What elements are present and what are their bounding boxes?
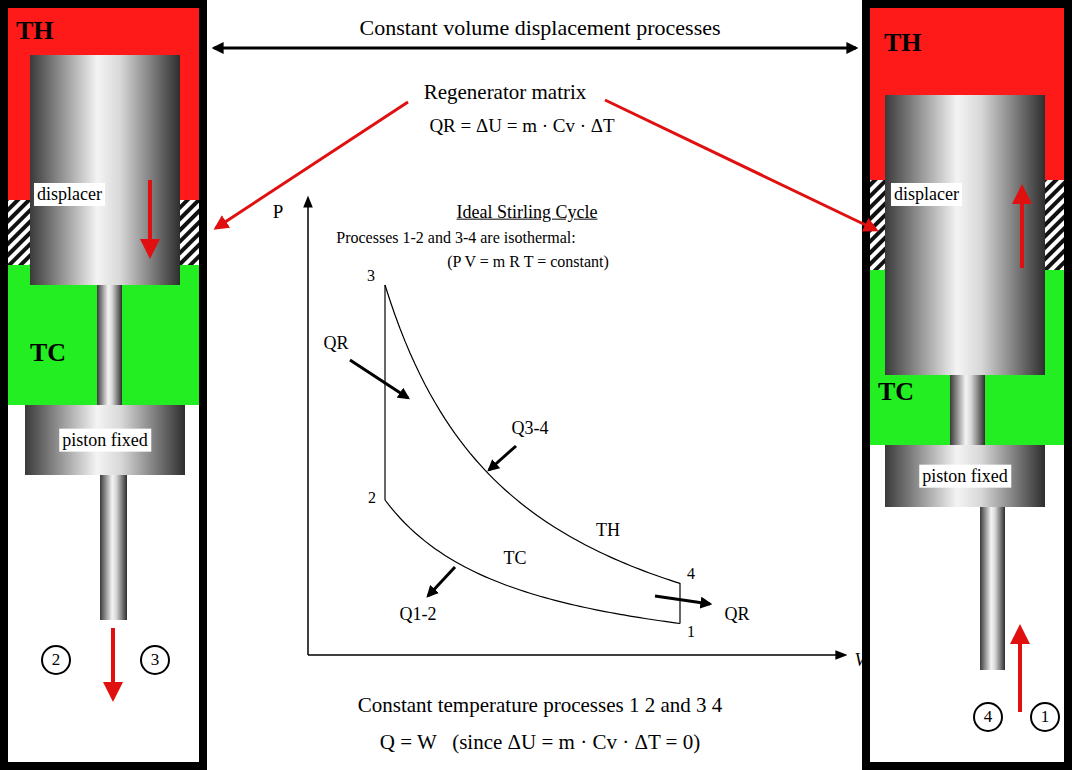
regenerator-matrix xyxy=(870,180,885,270)
cylinder-wall xyxy=(4,4,203,766)
hot-space-label-band: TH xyxy=(8,8,199,55)
plot-title: Ideal Stirling Cycle xyxy=(457,202,598,223)
pressure-axis xyxy=(307,198,309,655)
state-circle: 1 xyxy=(1030,702,1060,732)
right-cylinder xyxy=(866,4,1068,766)
regenerator-label: Regenerator matrix xyxy=(424,80,587,104)
temperature-label: TC xyxy=(878,377,914,407)
temperature-label: TH xyxy=(884,28,922,58)
leader-arrow xyxy=(216,102,408,228)
heat-arrow xyxy=(428,567,455,596)
equation: QR = ΔU = m · Cv · ΔT xyxy=(429,115,614,137)
constant-volume-line xyxy=(679,583,680,624)
heat-label: QR xyxy=(323,333,348,354)
hot-isotherm xyxy=(385,285,680,583)
hot-space-label-band: TH xyxy=(870,8,1064,95)
cold-space xyxy=(8,265,199,405)
note: Processes 1-2 and 3-4 are isothermal: xyxy=(336,229,575,247)
state-circle: 4 xyxy=(973,702,1003,732)
piston-rod xyxy=(100,475,127,620)
state-circle: 3 xyxy=(140,645,170,675)
state-number: 1 xyxy=(1041,707,1050,727)
regenerator-matrix xyxy=(8,200,30,265)
motion-arrow xyxy=(1018,628,1022,712)
displacer-body xyxy=(30,55,180,285)
temperature-label: TC xyxy=(503,548,526,569)
displacer-rod xyxy=(950,375,985,445)
axis-label: P xyxy=(273,201,284,223)
displacer-body xyxy=(885,95,1045,375)
heat-label: Q1-2 xyxy=(400,604,437,625)
displacer-cylinder: displacer xyxy=(30,55,180,285)
motion-arrow xyxy=(148,180,152,255)
double-arrow xyxy=(214,47,856,50)
state-circle: 2 xyxy=(41,645,71,675)
state-number: 3 xyxy=(151,650,160,670)
axis-label: V xyxy=(855,650,866,671)
left-cylinder xyxy=(4,4,203,766)
piston-body xyxy=(25,405,185,475)
heat-label: QR xyxy=(724,604,749,625)
temperature-label: TC xyxy=(30,338,66,368)
part-label: displacer xyxy=(34,183,105,206)
displacer-rod xyxy=(97,285,122,405)
temperature-label: TH xyxy=(596,520,620,541)
state-number: 1 xyxy=(687,623,695,641)
fixed-piston: piston fixed xyxy=(885,445,1045,507)
constant-volume-line xyxy=(384,285,385,500)
volume-axis xyxy=(308,654,845,656)
state-number: 4 xyxy=(687,565,695,583)
state-number: 2 xyxy=(368,489,376,507)
heading-text: Constant volume displacement processes xyxy=(359,15,720,40)
caption-text: Constant temperature processes 1 2 and 3… xyxy=(358,693,723,717)
cold-space-band: TC xyxy=(8,300,96,400)
part-label: piston fixed xyxy=(59,429,151,452)
piston-rod xyxy=(980,507,1005,670)
equation: Q = W (since ΔU = m · Cv · ΔT = 0) xyxy=(380,730,700,754)
cylinder-wall xyxy=(866,4,1068,766)
part-label: displacer xyxy=(891,183,962,206)
regenerator-matrix xyxy=(1045,180,1064,270)
cold-isotherm xyxy=(385,500,680,623)
fixed-piston: piston fixed xyxy=(25,405,185,475)
equation: (P V = m R T = constant) xyxy=(447,253,609,271)
displacer-cylinder: displacer xyxy=(885,95,1045,375)
heat-arrow xyxy=(350,360,408,398)
heat-arrow xyxy=(489,446,516,470)
state-number: 2 xyxy=(52,650,61,670)
motion-arrow xyxy=(111,628,115,698)
temperature-label: TH xyxy=(16,16,54,46)
piston-body xyxy=(885,445,1045,507)
heat-label: Q3-4 xyxy=(512,418,549,439)
pv-diagram xyxy=(308,198,845,655)
cold-space-band: TC xyxy=(870,375,948,443)
part-label: piston fixed xyxy=(919,465,1011,488)
leader-arrow xyxy=(605,100,876,230)
state-number: 3 xyxy=(367,267,375,285)
regenerator-matrix xyxy=(180,200,199,265)
state-number: 4 xyxy=(984,707,993,727)
motion-arrow xyxy=(1020,188,1024,268)
heat-arrow xyxy=(655,596,710,604)
